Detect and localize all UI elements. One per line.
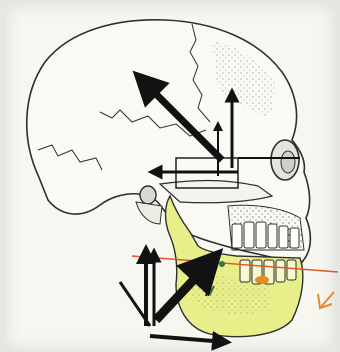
orange-marker	[255, 276, 269, 284]
mastoid-process	[136, 202, 162, 224]
orange-check-mark	[318, 292, 334, 308]
orbit-inner	[281, 151, 295, 173]
external-ear-canal	[140, 186, 156, 204]
green-marker-dot	[219, 261, 225, 267]
force-arrow-bottom-horizontal	[150, 336, 226, 342]
